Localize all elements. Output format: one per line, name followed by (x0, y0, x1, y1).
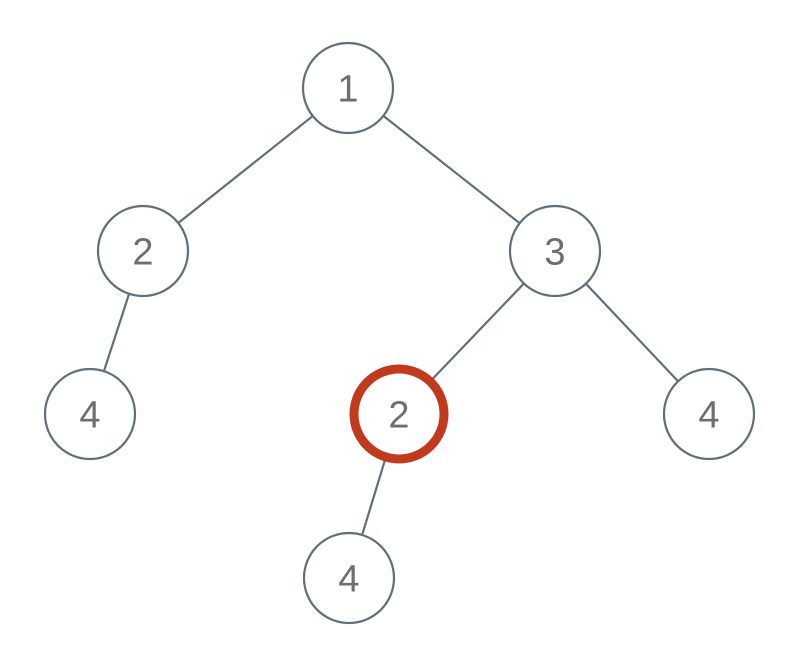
tree-node-highlighted: 2 (349, 364, 449, 464)
node-circle (662, 367, 756, 461)
node-label: 4 (338, 558, 359, 600)
node-circle (301, 41, 395, 135)
node-label: 1 (337, 68, 358, 110)
tree-node: 4 (43, 367, 137, 461)
node-circle-highlighted (349, 364, 449, 464)
node-circle (302, 531, 396, 625)
tree-node: 3 (508, 204, 602, 298)
node-label: 4 (79, 394, 100, 436)
tree-node: 2 (96, 204, 190, 298)
node-circle (508, 204, 602, 298)
node-circle (43, 367, 137, 461)
node-label: 2 (132, 231, 153, 273)
node-label: 2 (388, 394, 409, 436)
node-circle (96, 204, 190, 298)
tree-node: 4 (662, 367, 756, 461)
tree-node: 4 (302, 531, 396, 625)
node-label: 3 (544, 231, 565, 273)
node-label: 4 (698, 394, 719, 436)
tree-node: 1 (301, 41, 395, 135)
